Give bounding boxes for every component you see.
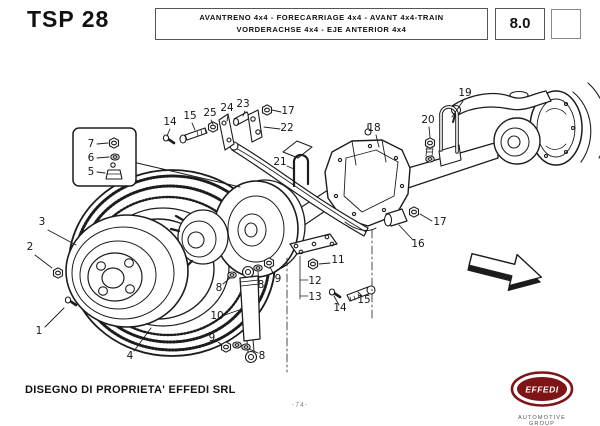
callout-19: 19 [458,87,471,99]
steering-knuckle-drawing [450,82,600,166]
callout-8: 8 [258,279,265,291]
callout-12: 12 [308,275,321,287]
leader-line-9 [269,266,275,276]
leader-line-15 [191,122,196,131]
callout-18: 18 [367,122,380,134]
callout-9: 9 [209,332,216,344]
spring-shackle-drawing [292,153,310,188]
steering-arm-drawing [451,90,552,116]
leader-line-7 [96,142,109,145]
leader-line-4 [133,327,152,352]
callout-5: 5 [88,166,95,178]
callout-6: 6 [88,152,95,164]
leader-line-15 [357,291,363,297]
callout-17: 17 [433,216,446,228]
brand-tagline: AUTOMOTIVE GROUP [518,415,566,426]
page-number: -74- [291,402,309,409]
leader-line-14 [166,128,171,137]
valve-nut-drawing [108,137,120,149]
logo-text: EFFEDI [525,385,558,395]
document-code: TSP 28 [27,6,110,32]
callout-20: 20 [421,114,434,126]
leader-line-8 [222,277,231,285]
property-note: DISEGNO DI PROPRIETA' EFFEDI SRL [25,384,236,396]
callout-22: 22 [280,122,293,134]
callout-14: 14 [163,116,177,128]
brake-drum-drawing [213,179,306,278]
leader-line-8 [257,271,260,282]
callout-15: 15 [357,294,370,306]
callout-4: 4 [127,350,134,362]
leader-line-21 [286,165,295,170]
callout-14: 14 [333,302,347,314]
leader-line-5 [96,171,106,174]
callout-23: 23 [236,98,249,110]
leader-line-11 [318,262,331,265]
leader-line-16 [398,224,414,241]
centerlines [286,229,373,373]
leader-line-18 [375,134,380,148]
callout-15: 15 [183,110,196,122]
leader-line-6 [96,156,110,159]
callout-25: 25 [203,107,216,119]
shock-absorber-drawing [239,265,261,364]
callout-3: 3 [39,216,46,228]
callout-8: 8 [216,282,223,294]
callout-24: 24 [220,102,234,114]
leader-line-17 [271,109,282,113]
leader-line-2 [34,254,53,269]
bracket-12-13 [299,255,309,300]
callout-9: 9 [275,273,282,285]
callout-10: 10 [210,310,223,322]
callout-13: 13 [308,291,321,303]
callout-8: 8 [259,350,266,362]
u-bolt-drawing [439,105,459,154]
leader-line-22 [263,126,281,130]
callout-7: 7 [88,138,95,150]
callout-2: 2 [27,241,34,253]
valve-drawing [105,162,123,180]
mounting-plate-drawing [289,233,376,302]
leader-line-9 [217,341,223,346]
leader-line-8 [248,348,259,354]
callout-16: 16 [411,238,425,250]
leader-line-20 [428,126,431,138]
section-number: 8.0 [495,8,545,40]
callout-17: 17 [281,105,294,117]
brand-logo: EFFEDI AUTOMOTIVE GROUP [504,371,580,426]
page-title-line2: VORDERACHSE 4x4 - EJE ANTERIOR 4x4 [236,25,407,34]
leader-line-19 [451,100,464,118]
spring-eye-bushing-drawing [383,206,420,227]
leader-line-23 [242,110,246,117]
leader-line-1 [44,307,65,328]
direction-arrow [467,252,543,292]
bolt-20-drawing [424,137,436,163]
leader-line-25 [210,119,214,125]
leader-line-3 [47,229,77,246]
leaf-spring-drawing [229,140,377,237]
wheel-rim-drawing [65,214,189,328]
leader-line-24 [226,114,229,122]
callout-21: 21 [273,156,286,168]
wheel-hub-drawing [169,209,229,268]
page-title-line1: AVANTRENO 4x4 - FORECARRIAGE 4x4 - AVANT… [199,13,444,22]
logo-oval [517,377,567,401]
callout-1: 1 [36,325,43,337]
shackle-parts-drawing [162,104,273,151]
leader-line-17 [419,213,433,222]
leader-line-14 [333,295,340,306]
valve-washer-drawing [110,153,120,161]
leader-line-10 [224,309,240,316]
effedi-logo-icon: EFFEDI [510,371,574,407]
page-title-box: AVANTRENO 4x4 - FORECARRIAGE 4x4 - AVANT… [155,8,488,40]
revision-box [551,9,581,39]
callout-11: 11 [331,254,344,266]
